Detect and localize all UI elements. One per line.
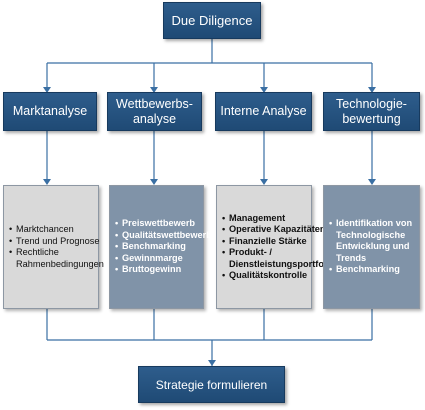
due-diligence-label: Due Diligence <box>171 13 253 28</box>
list-item: Identifikation von Technologische Entwic… <box>329 218 413 264</box>
list-item: Benchmarking <box>329 264 413 276</box>
header-marktanalyse: Marktanalyse <box>3 92 97 131</box>
list-item: Trend und Prognose <box>9 236 104 248</box>
list-item: Qualitätswettbewerb <box>115 230 212 242</box>
list-item: Marktchancen <box>9 224 104 236</box>
list-item: Gewinnmarge <box>115 253 212 265</box>
list-item: Rechtliche Rahmenbedingungen <box>9 247 104 270</box>
strategie-formulieren-box: Strategie formulieren <box>138 366 285 403</box>
header-technologiebewertung-label: Technologie-bewertung <box>336 97 407 126</box>
list-item: Bruttogewinn <box>115 264 212 276</box>
header-technologiebewertung: Technologie-bewertung <box>323 92 420 131</box>
list-item: Produkt- / Dienstleistungsportfolio <box>222 247 335 270</box>
panel-technologiebewertung: Identifikation von Technologische Entwic… <box>323 185 420 309</box>
list-item: Management <box>222 213 335 225</box>
list-item: Operative Kapazitäten <box>222 224 335 236</box>
list-item: Preiswettbewerb <box>115 218 212 230</box>
header-interne-analyse: Interne Analyse <box>215 92 312 131</box>
list-wettbewerbsanalyse: Preiswettbewerb Qualitätswettbewerb Benc… <box>115 218 212 276</box>
header-marktanalyse-label: Marktanalyse <box>12 104 88 119</box>
due-diligence-box: Due Diligence <box>163 2 261 39</box>
list-interne-analyse: Management Operative Kapazitäten Finanzi… <box>222 213 335 282</box>
list-item: Finanzielle Stärke <box>222 236 335 248</box>
panel-marktanalyse: Marktchancen Trend und Prognose Rechtlic… <box>3 185 104 309</box>
list-item: Qualitätskontrolle <box>222 270 335 282</box>
panel-wettbewerbsanalyse: Preiswettbewerb Qualitätswettbewerb Benc… <box>109 185 212 309</box>
list-marktanalyse: Marktchancen Trend und Prognose Rechtlic… <box>9 224 104 270</box>
list-item: Benchmarking <box>115 241 212 253</box>
strategie-formulieren-label: Strategie formulieren <box>155 377 268 392</box>
header-wettbewerbsanalyse: Wettbewerbs-analyse <box>107 92 202 131</box>
panel-interne-analyse: Management Operative Kapazitäten Finanzi… <box>216 185 335 309</box>
header-interne-analyse-label: Interne Analyse <box>220 104 307 119</box>
header-wettbewerbsanalyse-label: Wettbewerbs-analyse <box>116 97 193 126</box>
list-technologiebewertung: Identifikation von Technologische Entwic… <box>329 218 413 276</box>
